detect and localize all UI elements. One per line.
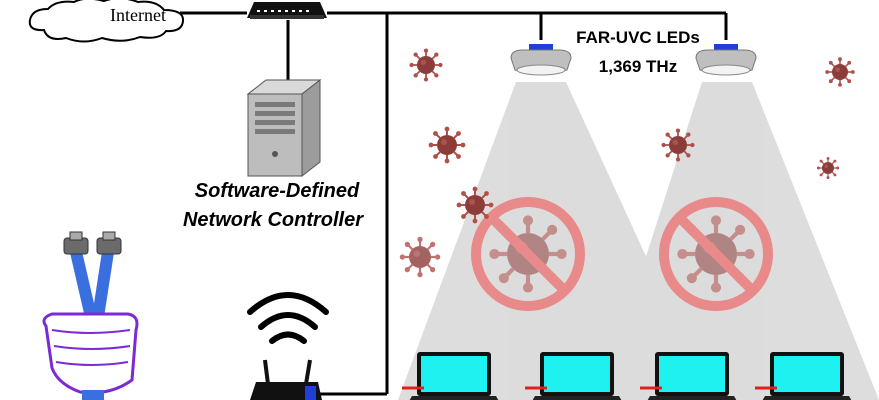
leds-label-line1: FAR-UVC LEDs (576, 28, 700, 47)
network-links (180, 11, 728, 396)
uv-beams (398, 82, 879, 400)
no-virus-sign-left (471, 197, 585, 311)
wifi-signal-icon (247, 292, 329, 344)
network-switch-icon (247, 2, 327, 19)
cloud-icon: Internet (28, 0, 185, 43)
laptop-icon-2 (523, 350, 629, 400)
no-virus-sign-right (659, 197, 773, 311)
virus-icon-5 (660, 127, 696, 163)
controller-label-line2: Network Controller (183, 209, 364, 231)
led-lamp-left (510, 43, 572, 76)
virus-icon-7 (816, 156, 840, 180)
laptop-icon-4 (753, 350, 859, 400)
led-lamp-right (695, 43, 757, 76)
server-tower-icon (246, 78, 322, 178)
leds-label-line2: 1,369 THz (599, 57, 677, 76)
controller-label-line1: Software-Defined (195, 180, 360, 202)
laptop-icon-3 (638, 350, 744, 400)
wifi-router-icon (250, 359, 322, 400)
virus-icon-4 (398, 235, 442, 279)
virus-icon-2 (427, 125, 467, 165)
internet-label: Internet (110, 5, 166, 25)
virus-icon-1 (408, 47, 444, 83)
laptop-icon-1 (400, 350, 506, 400)
fist-holding-fiber-cables-icon (42, 231, 139, 400)
virus-icon-3 (455, 185, 495, 225)
virus-icon-6 (824, 56, 856, 88)
